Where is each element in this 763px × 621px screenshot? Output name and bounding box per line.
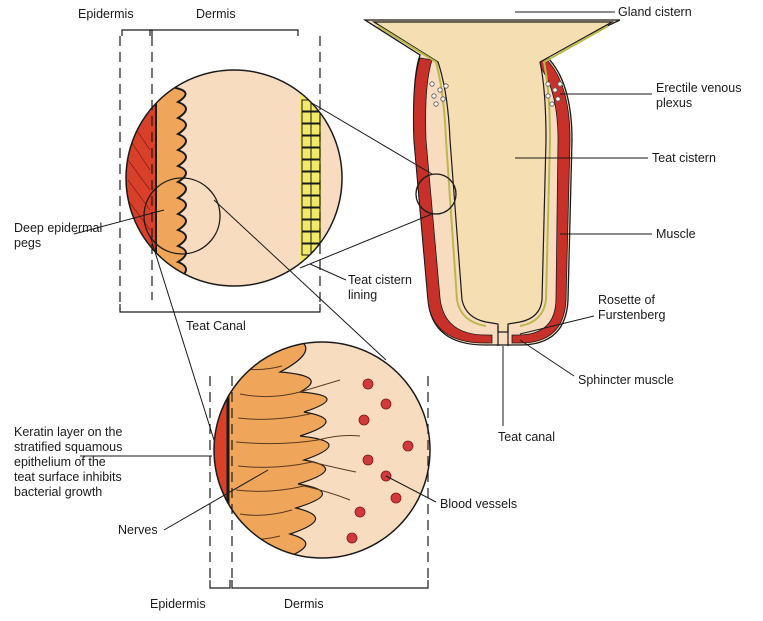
label-keratin: Keratin layer on the stratified squamous… <box>14 425 126 499</box>
label-muscle: Muscle <box>656 227 696 241</box>
label-blood-vessels: Blood vessels <box>440 497 517 511</box>
label-teat-canal-bracket: Teat Canal <box>186 319 246 333</box>
label-teat-canal: Teat canal <box>498 430 555 444</box>
label-epidermis-bottom: Epidermis <box>150 597 206 611</box>
label-sphincter: Sphincter muscle <box>578 373 674 387</box>
label-gland-cistern: Gland cistern <box>618 5 692 19</box>
label-nerves: Nerves <box>118 523 158 537</box>
label-teat-cistern: Teat cistern <box>652 151 716 165</box>
lower-magnified-view <box>200 340 430 560</box>
label-epidermis-top: Epidermis <box>78 7 134 21</box>
label-dermis-bottom: Dermis <box>284 597 324 611</box>
label-erectile-plexus: Erectile venous plexus <box>656 81 745 110</box>
teat-section <box>365 20 620 346</box>
label-deep-pegs: Deep epidermal pegs <box>14 221 106 250</box>
label-rosette: Rosette of Furstenberg <box>598 293 665 322</box>
label-cistern-lining: Teat cistern lining <box>348 273 415 302</box>
label-dermis-top: Dermis <box>196 7 236 21</box>
